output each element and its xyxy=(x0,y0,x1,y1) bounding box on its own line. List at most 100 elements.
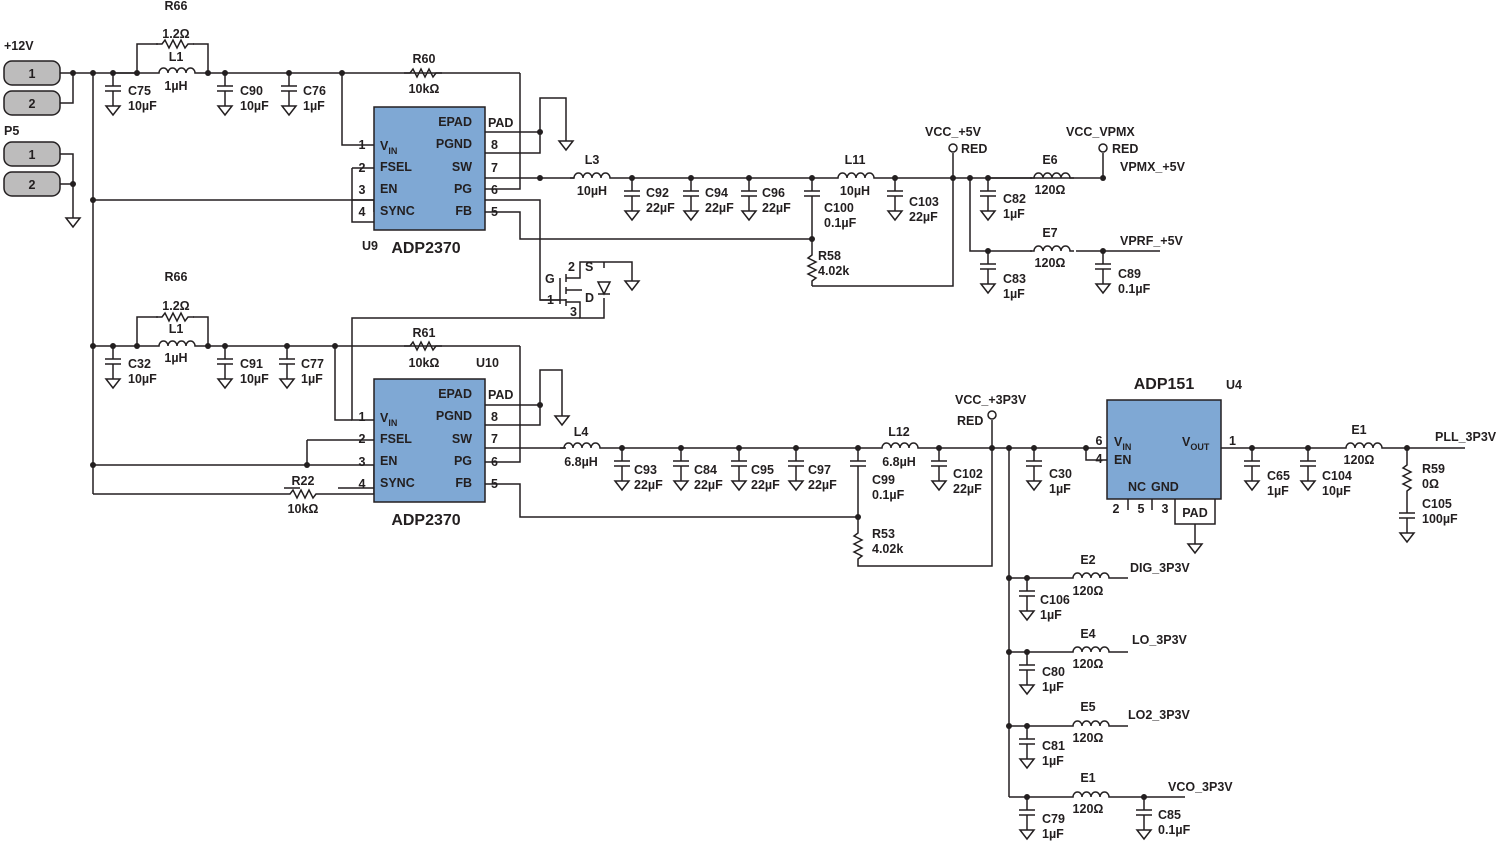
svg-text:120Ω: 120Ω xyxy=(1073,731,1104,745)
resistor-r58: R58 4.02k xyxy=(807,178,954,287)
svg-text:SW: SW xyxy=(452,160,472,174)
svg-text:C95: C95 xyxy=(751,463,774,477)
svg-text:R22: R22 xyxy=(292,474,315,488)
svg-text:4: 4 xyxy=(359,205,366,219)
svg-text:G: G xyxy=(545,272,555,286)
ferrite-e7: E7 120Ω xyxy=(1029,226,1075,270)
net-label: +12V xyxy=(4,39,34,53)
svg-text:C105: C105 xyxy=(1422,497,1452,511)
svg-text:C84: C84 xyxy=(694,463,717,477)
svg-text:4: 4 xyxy=(1096,452,1103,466)
svg-text:1: 1 xyxy=(359,138,366,152)
svg-text:8: 8 xyxy=(491,410,498,424)
svg-text:FSEL: FSEL xyxy=(380,432,412,446)
svg-text:3: 3 xyxy=(570,305,577,319)
svg-text:10kΩ: 10kΩ xyxy=(409,82,440,96)
svg-text:C91: C91 xyxy=(240,357,263,371)
svg-text:C65: C65 xyxy=(1267,469,1290,483)
svg-text:C79: C79 xyxy=(1042,812,1065,826)
svg-text:22µF: 22µF xyxy=(751,478,780,492)
svg-text:C85: C85 xyxy=(1158,808,1181,822)
svg-text:10kΩ: 10kΩ xyxy=(409,356,440,370)
svg-text:5: 5 xyxy=(1138,502,1145,516)
wire xyxy=(969,178,1160,252)
svg-text:PAD: PAD xyxy=(488,388,513,402)
svg-text:PGND: PGND xyxy=(436,137,472,151)
svg-text:E7: E7 xyxy=(1042,226,1057,240)
svg-text:R60: R60 xyxy=(413,52,436,66)
svg-text:C82: C82 xyxy=(1003,192,1026,206)
ref-label: U9 xyxy=(362,239,378,253)
svg-text:6: 6 xyxy=(491,455,498,469)
svg-text:C76: C76 xyxy=(303,84,326,98)
svg-text:EPAD: EPAD xyxy=(438,387,472,401)
svg-text:C80: C80 xyxy=(1042,665,1065,679)
inductor-l3: L3 10µH xyxy=(569,153,615,198)
svg-text:2: 2 xyxy=(568,260,575,274)
pin-label: 1 xyxy=(29,148,36,162)
svg-text:C32: C32 xyxy=(128,357,151,371)
svg-text:C30: C30 xyxy=(1049,467,1072,481)
svg-text:E6: E6 xyxy=(1042,153,1057,167)
svg-text:120Ω: 120Ω xyxy=(1344,453,1375,467)
svg-text:120Ω: 120Ω xyxy=(1035,183,1066,197)
svg-text:VOUT: VOUT xyxy=(1182,435,1210,452)
svg-text:VCC_+3P3V: VCC_+3P3V xyxy=(955,393,1027,407)
ref-label: P5 xyxy=(4,124,19,138)
svg-text:E4: E4 xyxy=(1080,627,1095,641)
svg-text:10µF: 10µF xyxy=(1322,484,1351,498)
svg-text:L1: L1 xyxy=(169,322,184,336)
svg-text:10µH: 10µH xyxy=(840,184,870,198)
svg-text:8: 8 xyxy=(491,138,498,152)
wire xyxy=(351,317,580,421)
net-label: VPMX_+5V xyxy=(1120,160,1186,174)
wire xyxy=(485,369,858,518)
svg-text:10µF: 10µF xyxy=(240,99,269,113)
svg-text:VCC_VPMX: VCC_VPMX xyxy=(1066,125,1135,139)
svg-text:FSEL: FSEL xyxy=(380,160,412,174)
resistor-r66-bottom: R66 1.2Ω xyxy=(136,270,209,346)
svg-text:C100: C100 xyxy=(824,201,854,215)
svg-text:EN: EN xyxy=(380,182,397,196)
svg-text:FB: FB xyxy=(455,476,472,490)
svg-text:C102: C102 xyxy=(953,467,983,481)
svg-text:EN: EN xyxy=(380,454,397,468)
svg-text:10µH: 10µH xyxy=(577,184,607,198)
svg-text:1: 1 xyxy=(359,410,366,424)
svg-text:1: 1 xyxy=(547,293,554,307)
svg-text:3: 3 xyxy=(359,455,366,469)
wire xyxy=(485,97,812,301)
svg-text:EPAD: EPAD xyxy=(438,115,472,129)
mosfet-q1: G S D 1 2 3 xyxy=(540,260,640,319)
ferrite-e4: E4 120Ω xyxy=(1068,627,1114,671)
svg-text:6: 6 xyxy=(491,183,498,197)
svg-text:RED: RED xyxy=(961,142,987,156)
pin-label: 1 xyxy=(29,67,36,81)
svg-text:L3: L3 xyxy=(585,153,600,167)
svg-text:6.8µH: 6.8µH xyxy=(882,455,916,469)
svg-text:SW: SW xyxy=(452,432,472,446)
svg-text:PAD: PAD xyxy=(488,116,513,130)
svg-text:C99: C99 xyxy=(872,473,895,487)
svg-text:2: 2 xyxy=(359,432,366,446)
svg-text:C77: C77 xyxy=(301,357,324,371)
svg-text:120Ω: 120Ω xyxy=(1073,584,1104,598)
svg-text:1µF: 1µF xyxy=(1040,608,1062,622)
svg-text:120Ω: 120Ω xyxy=(1073,657,1104,671)
svg-text:4: 4 xyxy=(359,477,366,491)
